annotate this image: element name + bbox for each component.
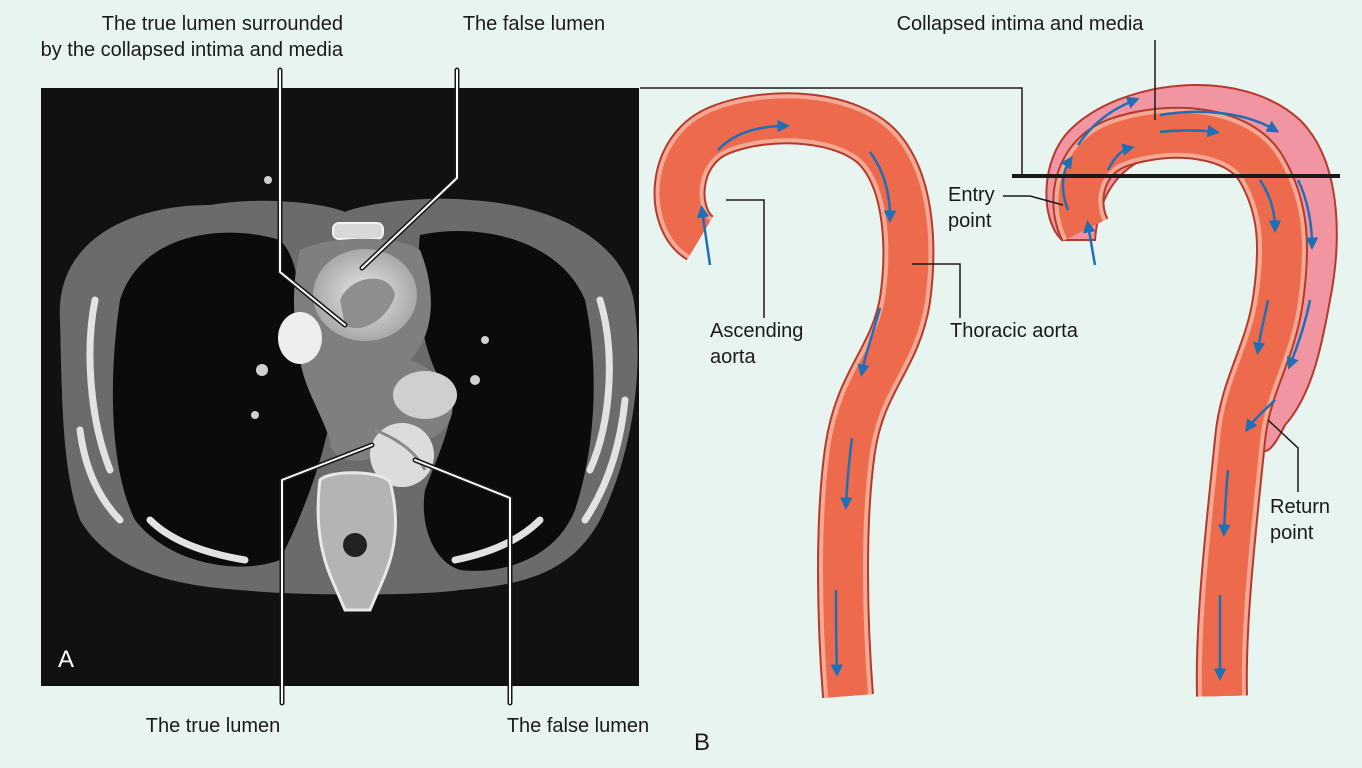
normal-aorta-diagram	[653, 92, 935, 699]
dissected-aorta-flow-arrows	[1060, 96, 1319, 681]
panel-b-letter: B	[694, 729, 711, 756]
true-lumen-channel	[1058, 112, 1303, 697]
label-entry-point: Entry point	[948, 184, 995, 232]
normal-aorta-flow-arrows	[696, 119, 897, 677]
panel-a-letter: A	[58, 646, 75, 673]
ct-descending-aorta	[370, 423, 434, 487]
label-true-lumen-bottom: The true lumen	[145, 715, 281, 737]
label-ascending-aorta: Ascending aorta	[710, 320, 804, 368]
panel-a-leader-lines	[277, 67, 513, 706]
label-false-lumen-bottom: The false lumen	[506, 715, 650, 737]
panel-b-leader-lines	[640, 40, 1299, 492]
ct-true-lumen-flap	[340, 278, 395, 329]
ct-sternum	[332, 222, 384, 240]
normal-aorta-lumen	[659, 98, 929, 698]
label-collapsed-intima: Collapsed intima and media	[896, 13, 1144, 35]
ct-right-lung	[112, 232, 330, 567]
label-true-lumen-surrounded: The true lumen surrounded by the collaps…	[40, 13, 343, 61]
ct-left-lung	[418, 231, 594, 571]
label-false-lumen-top: The false lumen	[462, 13, 606, 35]
ct-svc	[278, 312, 322, 364]
label-thoracic-aorta: Thoracic aorta	[950, 320, 1078, 342]
ct-scan-image	[41, 88, 639, 686]
label-return-point: Return point	[1270, 496, 1331, 544]
